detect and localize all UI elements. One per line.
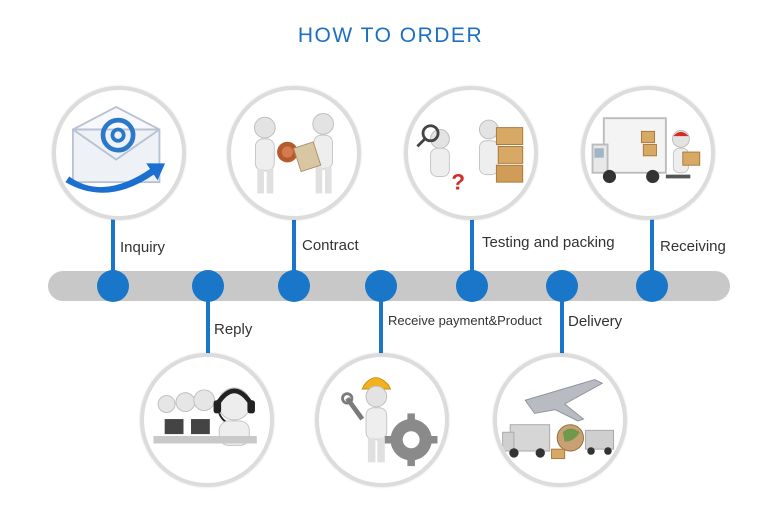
step-dot-reply [192,270,224,302]
step-dot-inquiry [97,270,129,302]
step-label-testing: Testing and packing [482,234,615,251]
step-label-reply: Reply [214,321,253,338]
page-title: HOW TO ORDER [297,24,484,47]
step-label-delivery: Delivery [568,313,623,330]
inspection-packing-icon: ? [404,86,538,220]
step-label-inquiry: Inquiry [120,239,166,256]
step-stem-testing [470,216,474,274]
step-dot-testing [456,270,488,302]
step-stem-delivery [560,298,564,356]
step-stem-reply [206,298,210,356]
delivery-truck-unloading-icon [581,86,715,220]
step-stem-contract [292,216,296,274]
step-label-contract: Contract [302,237,359,254]
svg-text:?: ? [451,170,465,195]
step-stem-payment [379,298,383,356]
step-stem-inquiry [111,216,115,274]
step-stem-receiving [650,216,654,274]
step-label-receiving: Receiving [660,238,726,255]
airplane-truck-delivery-icon [493,353,627,487]
email-envelope-icon [52,86,186,220]
step-dot-payment [365,270,397,302]
contract-signing-icon [227,86,361,220]
step-dot-delivery [546,270,578,302]
customer-service-headset-icon [140,353,274,487]
step-dot-receiving [636,270,668,302]
worker-gear-icon [315,353,449,487]
step-dot-contract [278,270,310,302]
step-label-payment: Receive payment&Product [388,313,542,328]
